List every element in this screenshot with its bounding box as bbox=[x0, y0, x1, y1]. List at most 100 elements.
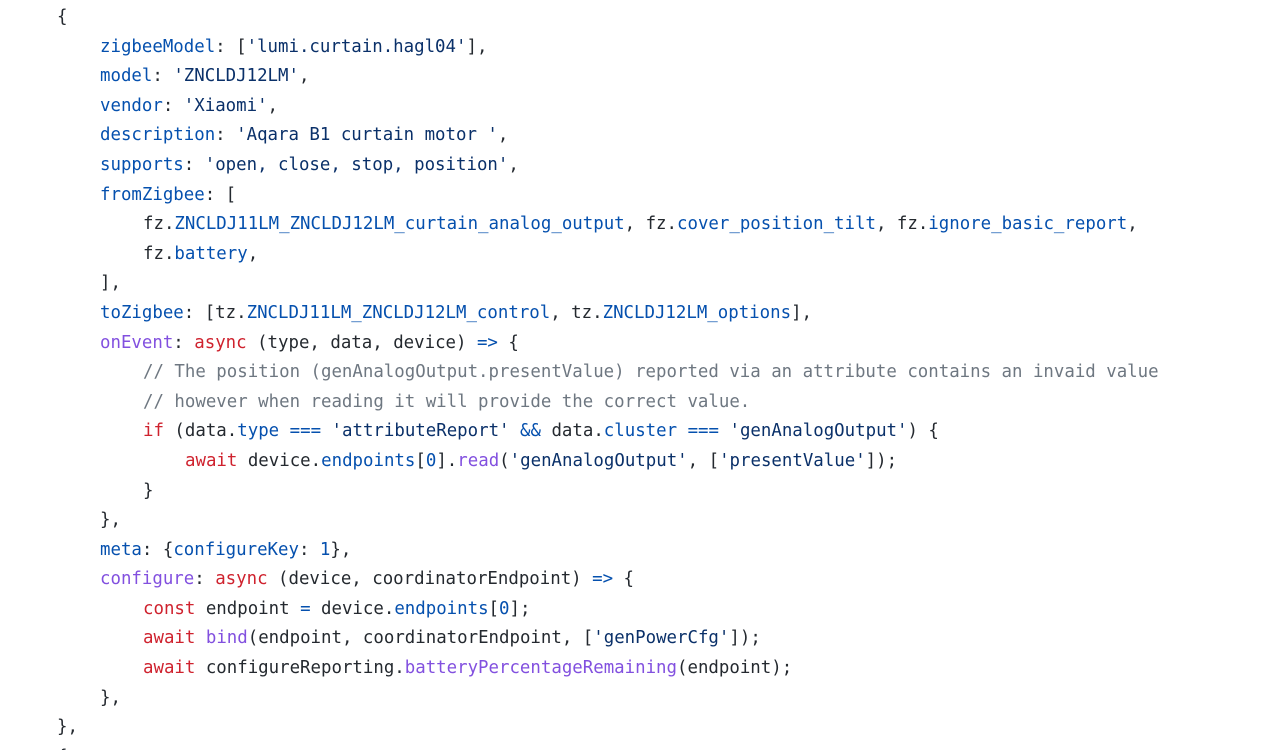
code-token-plain: : bbox=[173, 332, 195, 353]
code-token-func: configure bbox=[100, 569, 195, 590]
code-token-plain: ], bbox=[791, 302, 813, 323]
code-token-func: onEvent bbox=[100, 332, 174, 353]
code-token-plain: { bbox=[57, 747, 67, 750]
code-token-prop: = bbox=[300, 598, 311, 619]
code-token-func: bind bbox=[205, 628, 248, 649]
code-token-plain bbox=[195, 628, 205, 648]
code-token-prop: 1 bbox=[319, 539, 331, 560]
code-token-plain: device. bbox=[237, 450, 322, 471]
code-token-plain: }, bbox=[330, 539, 352, 560]
code-token-plain: fz. bbox=[143, 243, 175, 264]
code-token-plain bbox=[321, 421, 331, 441]
code-token-prop: meta bbox=[100, 539, 142, 560]
code-line: vendor: 'Xiaomi', bbox=[0, 92, 1159, 122]
code-token-plain: : bbox=[194, 569, 216, 590]
code-token-prop: === bbox=[289, 421, 322, 442]
code-token-com: // The position (genAnalogOutput.present… bbox=[143, 362, 1159, 383]
code-token-plain bbox=[677, 421, 687, 441]
code-line: { bbox=[0, 3, 1159, 33]
code-token-str: 'genAnalogOutput' bbox=[509, 450, 688, 471]
code-token-plain: device. bbox=[310, 598, 395, 619]
code-token-plain: , bbox=[298, 66, 310, 87]
code-token-plain: [ bbox=[415, 450, 426, 471]
code-token-plain bbox=[719, 421, 729, 441]
code-token-str: 'lumi.curtain.hagl04' bbox=[246, 36, 467, 57]
code-line: toZigbee: [tz.ZNCLDJ11LM_ZNCLDJ12LM_cont… bbox=[0, 299, 1159, 329]
code-line: fz.battery, bbox=[0, 240, 1159, 270]
code-token-plain: : bbox=[162, 95, 184, 116]
code-token-plain: }, bbox=[57, 717, 78, 738]
code-token-prop: endpoints bbox=[394, 598, 489, 619]
code-token-str: 'ZNCLDJ12LM' bbox=[173, 66, 299, 87]
code-line: // The position (genAnalogOutput.present… bbox=[0, 358, 1159, 388]
code-token-plain: , [ bbox=[687, 450, 720, 471]
code-token-plain: , tz. bbox=[550, 302, 603, 323]
code-token-plain: (endpoint, coordinatorEndpoint, [ bbox=[247, 628, 594, 649]
code-line: if (data.type === 'attributeReport' && d… bbox=[0, 417, 1159, 447]
code-token-plain: : [tz. bbox=[183, 302, 247, 323]
code-token-prop: endpoints bbox=[321, 450, 416, 471]
code-token-plain: configureReporting. bbox=[195, 658, 405, 679]
code-token-plain: ]); bbox=[729, 628, 761, 649]
code-block[interactable]: {zigbeeModel: ['lumi.curtain.hagl04'],mo… bbox=[0, 3, 1159, 750]
code-token-key: async bbox=[215, 569, 268, 590]
code-line: await bind(endpoint, coordinatorEndpoint… bbox=[0, 624, 1159, 654]
code-token-prop: vendor bbox=[100, 95, 163, 116]
code-token-prop: && bbox=[520, 421, 541, 442]
code-token-prop: 0 bbox=[499, 598, 510, 619]
code-token-plain: endpoint bbox=[195, 598, 301, 619]
code-token-prop: cover_position_tilt bbox=[677, 214, 876, 235]
code-token-plain: (device, coordinatorEndpoint) bbox=[267, 569, 593, 590]
code-token-plain: , bbox=[267, 95, 279, 116]
code-token-key: await bbox=[185, 450, 238, 471]
code-line: supports: 'open, close, stop, position', bbox=[0, 151, 1159, 181]
code-token-plain: , bbox=[1127, 214, 1138, 235]
code-token-plain: : bbox=[152, 66, 174, 87]
code-token-plain: , bbox=[497, 125, 509, 146]
code-token-plain: , bbox=[247, 243, 259, 264]
code-token-str: 'genPowerCfg' bbox=[593, 628, 730, 649]
code-token-plain: : bbox=[215, 125, 237, 146]
code-line: await device.endpoints[0].read('genAnalo… bbox=[0, 447, 1159, 477]
code-line: onEvent: async (type, data, device) => { bbox=[0, 329, 1159, 359]
code-token-prop: => bbox=[476, 332, 498, 353]
code-token-plain: ], bbox=[100, 273, 121, 294]
code-token-plain: , fz. bbox=[875, 214, 929, 235]
code-token-plain: (endpoint); bbox=[677, 658, 793, 679]
code-token-prop: ZNCLDJ11LM_ZNCLDJ12LM_control bbox=[246, 302, 551, 323]
code-line: { bbox=[0, 743, 1159, 750]
code-token-plain: (type, data, device) bbox=[246, 332, 477, 353]
code-token-plain: { bbox=[613, 569, 635, 590]
code-line: model: 'ZNCLDJ12LM', bbox=[0, 62, 1159, 92]
code-token-plain: ]; bbox=[509, 598, 531, 619]
code-token-plain: (data. bbox=[163, 421, 238, 442]
code-token-prop: === bbox=[687, 421, 719, 442]
code-token-prop: supports bbox=[100, 154, 184, 175]
code-token-prop: model bbox=[100, 66, 153, 87]
code-line: }, bbox=[0, 684, 1159, 714]
code-token-prop: cluster bbox=[603, 421, 678, 442]
code-token-com: // however when reading it will provide … bbox=[143, 391, 751, 412]
code-line: await configureReporting.batteryPercenta… bbox=[0, 654, 1159, 684]
code-token-plain: }, bbox=[100, 687, 121, 708]
code-line: ], bbox=[0, 269, 1159, 299]
code-token-plain: ]. bbox=[436, 450, 458, 471]
code-token-plain: ( bbox=[499, 450, 510, 471]
code-token-plain bbox=[279, 421, 289, 441]
code-token-str: 'Xiaomi' bbox=[183, 95, 268, 116]
code-token-plain: : bbox=[183, 154, 205, 175]
code-token-plain: { bbox=[497, 332, 519, 353]
code-token-plain: , fz. bbox=[624, 214, 677, 235]
code-token-prop: zigbeeModel bbox=[100, 36, 216, 57]
code-token-prop: battery bbox=[174, 243, 248, 264]
code-token-plain: ]); bbox=[865, 450, 898, 471]
code-token-plain: data. bbox=[540, 421, 604, 442]
code-token-func: read bbox=[457, 450, 500, 471]
code-line: zigbeeModel: ['lumi.curtain.hagl04'], bbox=[0, 33, 1159, 63]
code-line: const endpoint = device.endpoints[0]; bbox=[0, 595, 1159, 625]
code-token-prop: type bbox=[237, 421, 280, 442]
code-token-prop: => bbox=[592, 569, 614, 590]
code-token-str: 'Aqara B1 curtain motor ' bbox=[236, 125, 498, 146]
code-token-plain: }, bbox=[100, 510, 121, 531]
